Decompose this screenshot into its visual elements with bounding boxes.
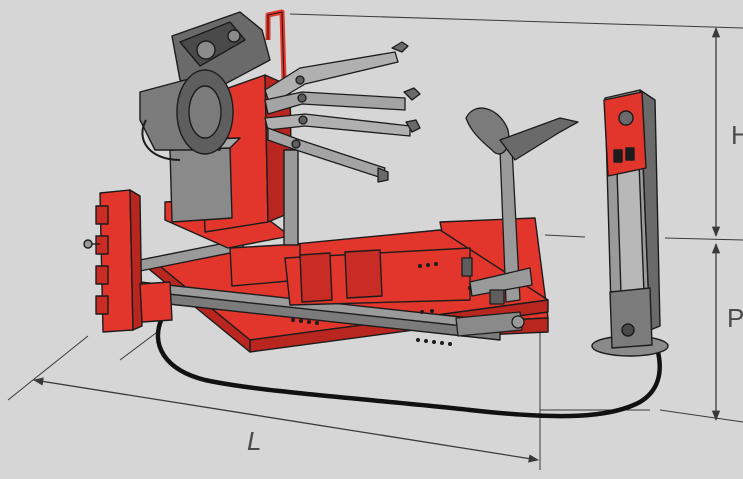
left-end-frame xyxy=(83,189,173,333)
tool-arm xyxy=(455,107,579,337)
length-label: L xyxy=(247,426,262,456)
height-label: H xyxy=(731,120,743,150)
length-dimension-arrow xyxy=(32,377,540,463)
machine-base xyxy=(129,217,549,353)
depth-label: P xyxy=(727,303,743,333)
control-pedestal xyxy=(591,89,669,357)
clamp-arms xyxy=(264,41,421,183)
base-bolts xyxy=(291,262,480,346)
motor-gearbox xyxy=(139,11,271,161)
